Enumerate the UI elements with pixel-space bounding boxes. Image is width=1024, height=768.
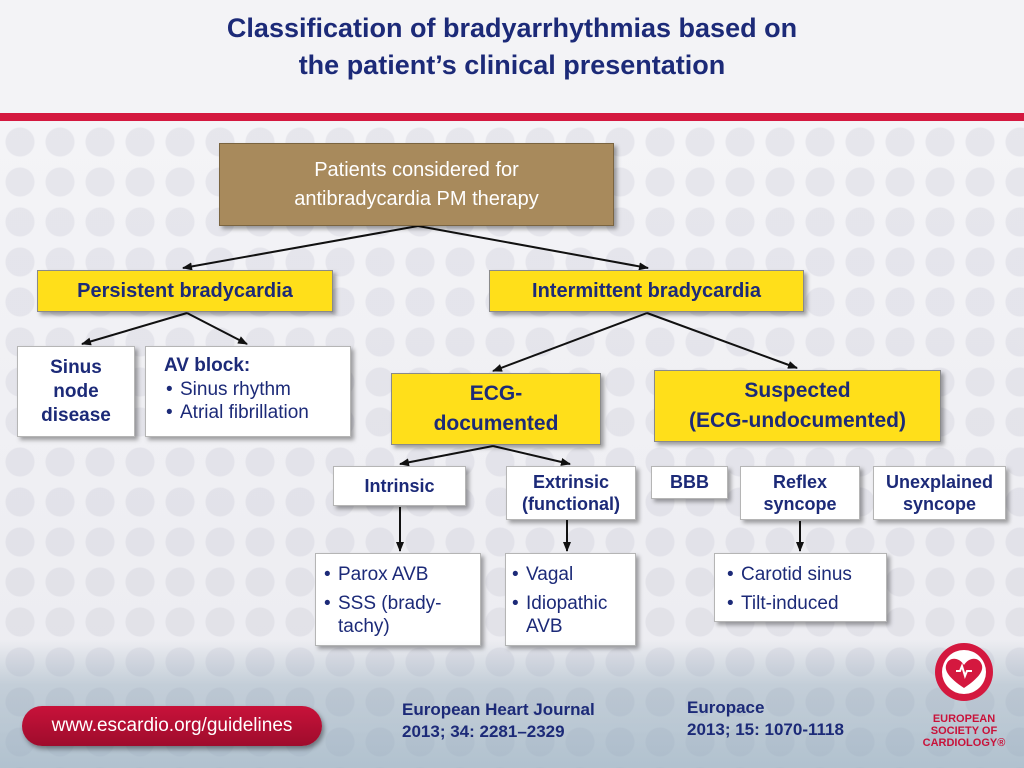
reflex-syncope-box: Reflex syncope [740,466,860,520]
intermittent-label: Intermittent bradycardia [532,279,761,302]
unexplained-line-1: Unexplained [885,472,994,492]
arrow-root-intermittent [417,225,649,271]
sinus-line-3: disease [41,404,111,426]
logo-text: EUROPEAN SOCIETY OF CARDIOLOGY® [914,713,1014,749]
footer-band [0,640,1024,768]
ecg-line-2: documented [433,412,559,435]
reference-ehj: European Heart Journal 2013; 34: 2281–23… [402,699,595,743]
reflex-item: Carotid sinus [725,563,880,586]
intrinsic-box: Intrinsic [333,466,466,506]
av-block-list: Sinus rhythm Atrial fibrillation [164,378,350,424]
extrinsic-items-box: Vagal Idiopathic AVB [505,553,636,646]
extrinsic-box: Extrinsic (functional) [506,466,636,520]
extrinsic-line-1: Extrinsic [532,472,610,492]
intrinsic-label: Intrinsic [364,475,435,496]
av-block-item: Sinus rhythm [164,378,350,401]
root-line-2: antibradycardia PM therapy [294,187,539,210]
title-divider [0,113,1024,121]
extrinsic-line-2: (functional) [522,494,620,514]
esc-logo: EUROPEAN SOCIETY OF CARDIOLOGY® [914,640,1014,760]
persistent-bradycardia-box: Persistent bradycardia [37,270,333,312]
root-line-1: Patients considered for [314,158,519,181]
title-line-1: Classification of bradyarrhythmias based… [226,13,798,43]
ref1-line-1: European Heart Journal [402,700,595,719]
ecg-documented-box: ECG- documented [391,373,601,445]
ref1-line-2: 2013; 34: 2281–2329 [402,722,565,741]
arrow-ecg-intrinsic [399,445,494,467]
suspected-box: Suspected (ECG-undocumented) [654,370,941,442]
reflex-line-2: syncope [763,494,837,514]
extrinsic-item: Idiopathic AVB [510,592,629,638]
title-line-2: the patient’s clinical presentation [298,50,726,80]
extrinsic-item: Vagal [510,563,629,586]
arrow-persistent-sinus [81,312,188,346]
intrinsic-item: Parox AVB [322,563,474,586]
ref2-line-2: 2013; 15: 1070-1118 [687,720,844,739]
root-box: Patients considered for antibradycardia … [219,143,614,226]
reflex-line-1: Reflex [772,472,828,492]
suspected-line-2: (ECG-undocumented) [689,409,906,432]
logo-line-1: EUROPEAN [932,713,996,725]
arrow-root-persistent [182,225,419,271]
bbb-box: BBB [651,466,728,499]
sinus-line-2: node [53,380,99,402]
logo-line-3: CARDIOLOGY® [922,737,1006,749]
logo-line-2: SOCIETY OF [930,725,998,737]
reflex-list: Carotid sinus Tilt-induced [725,563,880,615]
guidelines-url[interactable]: www.escardio.org/guidelines [51,715,293,736]
suspected-line-1: Suspected [744,379,851,402]
guidelines-link[interactable]: www.escardio.org/guidelines [22,706,322,746]
av-block-item: Atrial fibrillation [164,401,350,424]
sinus-line-1: Sinus [50,356,102,378]
persistent-label: Persistent bradycardia [77,279,293,302]
unexplained-syncope-box: Unexplained syncope [873,466,1006,520]
unexplained-line-2: syncope [902,494,977,514]
intrinsic-items-box: Parox AVB SSS (brady-tachy) [315,553,481,646]
reference-europace: Europace 2013; 15: 1070-1118 [687,697,844,741]
intrinsic-list: Parox AVB SSS (brady-tachy) [322,563,474,638]
intermittent-bradycardia-box: Intermittent bradycardia [489,270,804,312]
reflex-item: Tilt-induced [725,592,880,615]
av-block-box: AV block: Sinus rhythm Atrial fibrillati… [145,346,351,437]
sinus-node-disease-box: Sinus node disease [17,346,135,437]
av-block-heading: AV block: [164,355,251,376]
ref2-line-1: Europace [687,698,765,717]
bbb-label: BBB [670,472,709,492]
ecg-line-1: ECG- [469,382,523,405]
reflex-items-box: Carotid sinus Tilt-induced [714,553,887,622]
page-title: Classification of bradyarrhythmias based… [0,10,1024,84]
arrow-intermittent-ecg [492,312,648,372]
arrow-intermittent-suspected [646,312,798,369]
arrow-persistent-av [186,312,248,345]
extrinsic-list: Vagal Idiopathic AVB [510,563,629,638]
intrinsic-item: SSS (brady-tachy) [322,592,474,638]
heart-logo-icon [935,643,993,701]
arrow-ecg-extrinsic [492,445,571,466]
